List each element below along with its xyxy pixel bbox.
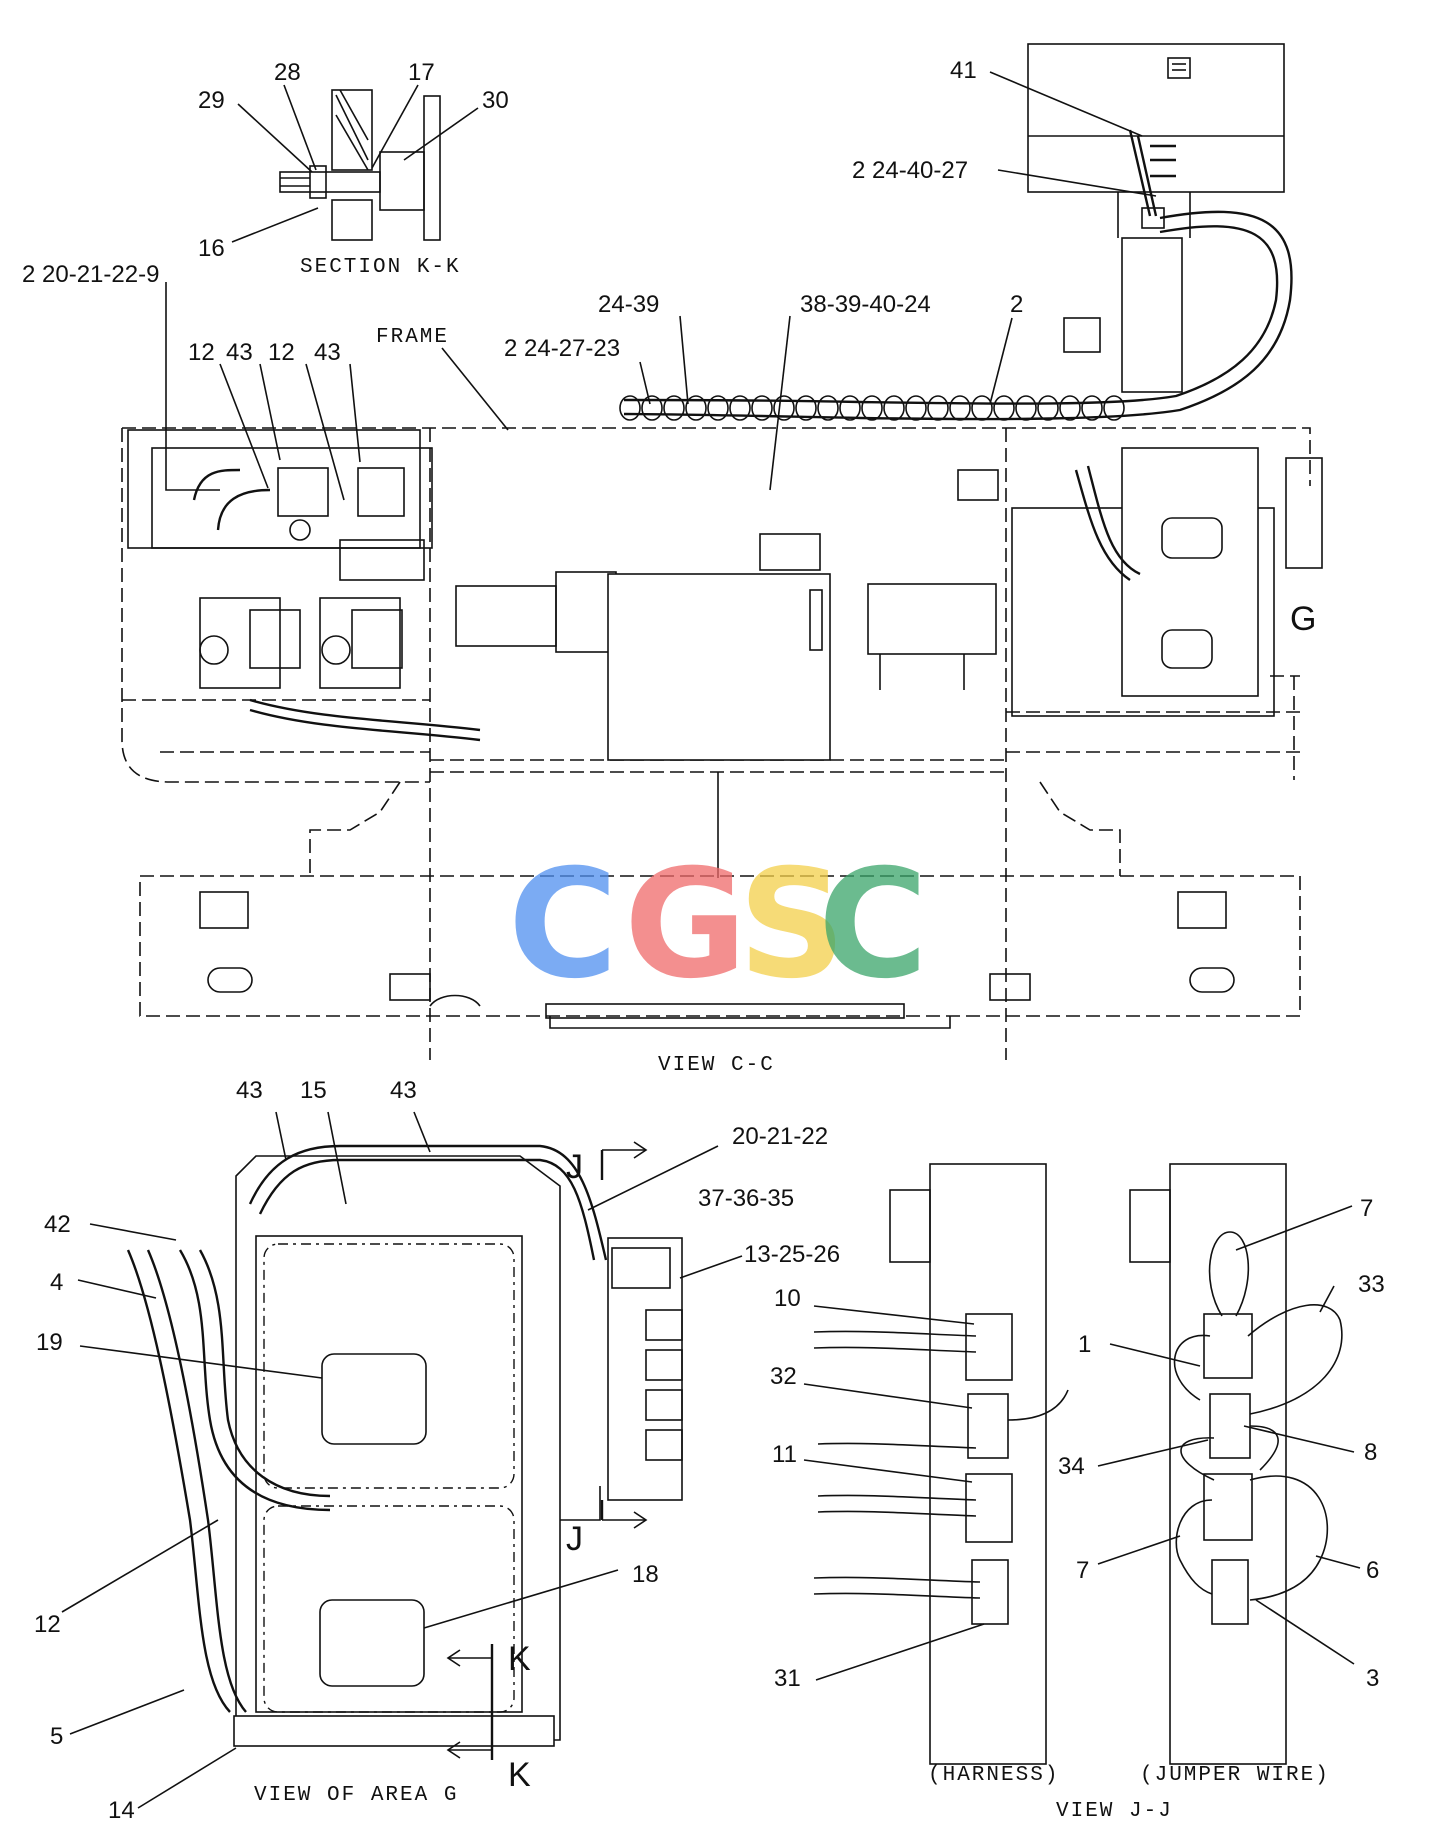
- callout-34: 34: [1058, 1453, 1085, 1480]
- section-k-letter-bottom: K: [508, 1756, 531, 1794]
- callout-1: 1: [1078, 1331, 1091, 1358]
- conduit-coil: [773, 395, 795, 421]
- callout-2: 2: [1010, 291, 1023, 318]
- conduit-coil: [641, 395, 663, 421]
- conduit-coil: [1103, 395, 1125, 421]
- callout-33: 33: [1358, 1271, 1385, 1298]
- section-kk-drawing: [279, 89, 441, 241]
- conduit-coil: [707, 395, 729, 421]
- main-frame: [121, 427, 1311, 1060]
- conduit-coil: [1037, 395, 1059, 421]
- section-j-letter-top: J: [566, 1148, 583, 1186]
- view-area-g-title: VIEW OF AREA G: [254, 1784, 458, 1807]
- area-g-detail: [126, 1141, 683, 1760]
- conduit-coil: [949, 395, 971, 421]
- watermark-letter-c1: C: [508, 838, 618, 1012]
- conduit-coil: [1059, 395, 1081, 421]
- callout-11: 11: [772, 1441, 797, 1468]
- callout-20-21-22: 20-21-22: [732, 1123, 828, 1150]
- callout-37-36-35: 37-36-35: [698, 1185, 794, 1212]
- callout-7-a: 7: [1360, 1195, 1373, 1222]
- callout-12-b: 12: [268, 339, 295, 366]
- callout-14: 14: [108, 1797, 135, 1824]
- view-jj-title: VIEW J-J: [1056, 1800, 1173, 1823]
- conduit-coil: [993, 395, 1015, 421]
- callout-24-40-27: 2 24-40-27: [852, 157, 968, 184]
- conduit-coil: [619, 395, 641, 421]
- callout-7-b: 7: [1076, 1557, 1089, 1584]
- conduit-coil: [905, 395, 927, 421]
- frame-label: FRAME: [376, 326, 449, 349]
- callout-3: 3: [1366, 1665, 1379, 1692]
- conduit-coil: [729, 395, 751, 421]
- conduit-coil: [883, 395, 905, 421]
- harness-panel: [813, 1163, 1069, 1765]
- callout-20-21-22-9: 2 20-21-22-9: [22, 261, 159, 288]
- conduit-coil: [795, 395, 817, 421]
- callout-5: 5: [50, 1723, 63, 1750]
- spiral-conduit: [623, 210, 1293, 421]
- view-cc-leaders: [165, 71, 1157, 501]
- section-kk-title: SECTION K-K: [300, 256, 461, 279]
- callout-8: 8: [1364, 1439, 1377, 1466]
- callout-12-a: 12: [188, 339, 215, 366]
- callout-6: 6: [1366, 1557, 1379, 1584]
- conduit-coil: [817, 395, 839, 421]
- watermark: C G S C: [508, 838, 928, 1012]
- callout-42: 42: [44, 1211, 71, 1238]
- callout-17: 17: [408, 59, 435, 86]
- callout-24-27-23: 2 24-27-23: [504, 335, 620, 362]
- callout-12-c: 12: [34, 1611, 61, 1638]
- callout-32: 32: [770, 1363, 797, 1390]
- callout-38-39-40-24: 38-39-40-24: [800, 291, 931, 318]
- area-g-letter: G: [1290, 600, 1316, 638]
- conduit-coil: [839, 395, 861, 421]
- conduit-coil: [751, 395, 773, 421]
- watermark-letter-g: G: [624, 838, 747, 1012]
- jumper-wire-label: (JUMPER WIRE): [1140, 1764, 1330, 1787]
- view-jj-leaders: [803, 1205, 1361, 1681]
- conduit-coils: [619, 395, 1125, 421]
- callout-43-d: 43: [390, 1077, 417, 1104]
- conduit-coil: [1015, 395, 1037, 421]
- conduit-coil: [861, 395, 883, 421]
- callout-18: 18: [632, 1561, 659, 1588]
- callout-43-a: 43: [226, 339, 253, 366]
- conduit-coil: [927, 395, 949, 421]
- callout-4: 4: [50, 1269, 63, 1296]
- callout-16: 16: [198, 235, 225, 262]
- callout-29: 29: [198, 87, 225, 114]
- callout-10: 10: [774, 1285, 801, 1312]
- upper-right-cabinet: [1027, 43, 1285, 393]
- jumper-panel: [1129, 1163, 1343, 1765]
- conduit-coil: [971, 395, 993, 421]
- conduit-coil: [685, 395, 707, 421]
- callout-31: 31: [774, 1665, 801, 1692]
- watermark-letter-s: S: [738, 838, 846, 1012]
- area-g-box: [1011, 447, 1323, 717]
- conduit-coil: [663, 395, 685, 421]
- watermark-letter-c2: C: [818, 838, 928, 1012]
- conduit-coil: [1081, 395, 1103, 421]
- section-k-letter-top: K: [508, 1640, 531, 1678]
- left-valves: [199, 467, 481, 742]
- callout-28: 28: [274, 59, 301, 86]
- callout-30: 30: [482, 87, 509, 114]
- callout-41: 41: [950, 57, 977, 84]
- harness-label: (HARNESS): [928, 1764, 1059, 1787]
- centre-components: [455, 469, 999, 761]
- callout-43-b: 43: [314, 339, 341, 366]
- callout-43-c: 43: [236, 1077, 263, 1104]
- section-kk-leaders: [231, 84, 479, 243]
- view-cc-title: VIEW C-C: [658, 1054, 775, 1077]
- base-frame: [139, 781, 1301, 1029]
- callout-13-25-26: 13-25-26: [744, 1241, 840, 1268]
- area-g-leaders: [61, 1111, 743, 1809]
- callout-24-39: 24-39: [598, 291, 659, 318]
- callout-19: 19: [36, 1329, 63, 1356]
- callout-15: 15: [300, 1077, 327, 1104]
- section-j-letter-bottom: J: [566, 1520, 583, 1558]
